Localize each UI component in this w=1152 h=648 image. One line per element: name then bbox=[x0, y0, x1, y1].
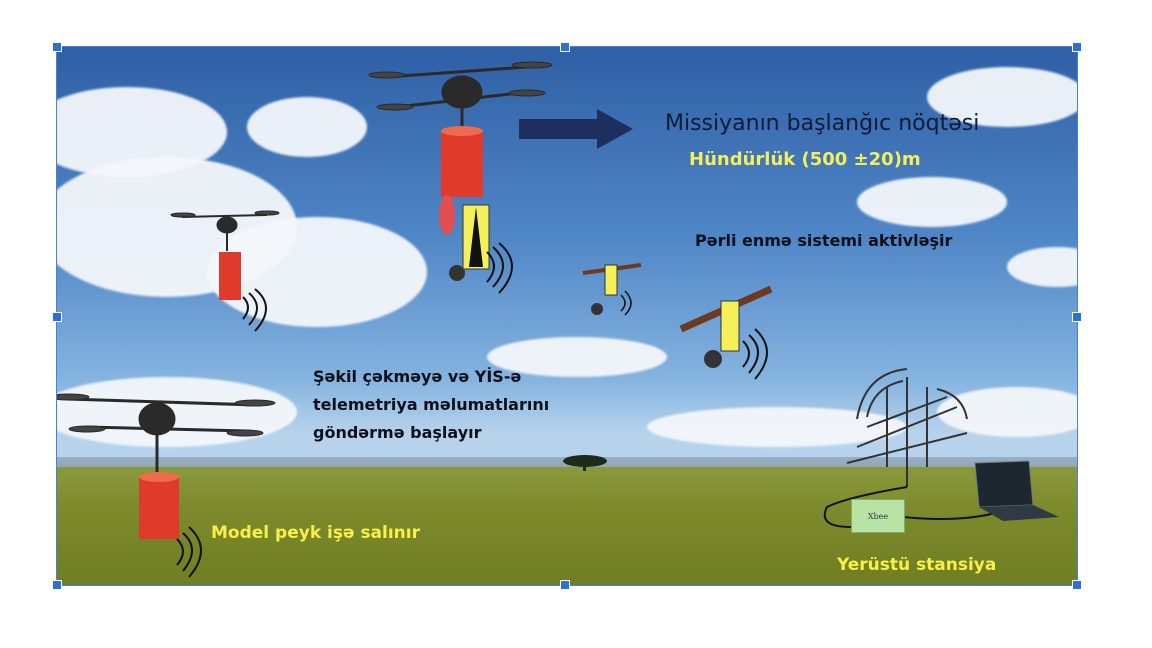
antenna-cable bbox=[823, 486, 908, 528]
resize-handle-bottom-right[interactable] bbox=[1072, 580, 1082, 590]
tree-icon bbox=[563, 455, 607, 471]
resize-handle-top-right[interactable] bbox=[1072, 42, 1082, 52]
diagram-canvas: Xbee Missiyanın başlanğıc nöqtəsi Hündür… bbox=[56, 46, 1078, 586]
resize-handle-right[interactable] bbox=[1072, 312, 1082, 322]
signal-waves-icon bbox=[242, 288, 267, 332]
cansat-icon bbox=[439, 126, 483, 235]
drone-icon bbox=[170, 210, 280, 251]
cloud bbox=[207, 217, 427, 327]
cloud bbox=[927, 67, 1077, 127]
photo-telemetry-label: Şəkil çəkməyə və YİS-ə telemetriya məlum… bbox=[313, 363, 633, 447]
cansat-icon bbox=[139, 472, 179, 539]
cansat-icon bbox=[449, 204, 490, 281]
mission-arrow-icon bbox=[519, 109, 633, 149]
antenna-icon bbox=[846, 368, 968, 487]
cloud bbox=[487, 337, 667, 377]
cloud bbox=[857, 177, 1007, 227]
photo-line-2: telemetriya məlumatlarını bbox=[313, 395, 550, 414]
xbee-module: Xbee bbox=[851, 499, 905, 533]
resize-handle-top[interactable] bbox=[560, 42, 570, 52]
cloud bbox=[937, 387, 1077, 437]
illustration-layer bbox=[57, 61, 1059, 578]
mission-start-label: Missiyanın başlanğıc nöqtəsi bbox=[665, 111, 980, 136]
resize-handle-top-left[interactable] bbox=[52, 42, 62, 52]
resize-handle-bottom-left[interactable] bbox=[52, 580, 62, 590]
laptop-icon bbox=[974, 460, 1059, 521]
cansat-icon bbox=[219, 252, 241, 300]
model-launch-label: Model peyk işə salınır bbox=[211, 523, 420, 543]
photo-line-3: göndərmə başlayır bbox=[313, 423, 482, 442]
parachute-rotor-icon bbox=[679, 285, 773, 380]
drone-icon bbox=[368, 61, 553, 129]
signal-waves-icon bbox=[176, 526, 202, 578]
parachute-rotor-icon bbox=[582, 263, 642, 316]
cloud bbox=[247, 97, 367, 157]
photo-line-1: Şəkil çəkməyə və YİS-ə bbox=[313, 367, 522, 386]
resize-handle-left[interactable] bbox=[52, 312, 62, 322]
parachute-label: Pərli enmə sistemi aktivləşir bbox=[695, 231, 953, 250]
ground-station-label: Yerüstü stansiya bbox=[837, 555, 997, 575]
resize-handle-bottom[interactable] bbox=[560, 580, 570, 590]
altitude-label: Hündürlük (500 ±20)m bbox=[689, 149, 921, 170]
drone-icon bbox=[57, 393, 276, 475]
signal-waves-icon bbox=[486, 242, 513, 294]
cloud bbox=[647, 407, 907, 447]
